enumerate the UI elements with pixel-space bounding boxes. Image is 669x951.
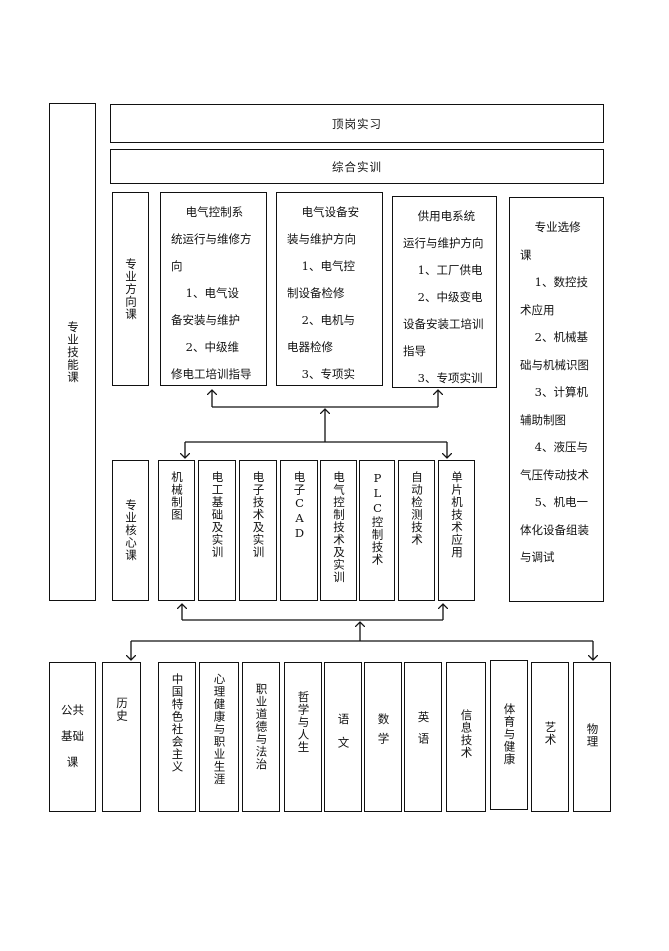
- direction-2-line: 电器检修: [287, 340, 333, 354]
- direction-2-line: 3、专项实: [287, 367, 355, 381]
- elective-line: 1、数控技: [520, 275, 588, 289]
- elective-box: 专业选修 课 1、数控技 术应用 2、机械基 础与机械识图 3、计算机 辅助制图…: [509, 197, 604, 602]
- direction-label: 专业方向课: [124, 257, 138, 321]
- public-course-label: 艺术: [543, 721, 558, 746]
- public-course-label: 职业道德与法治: [254, 683, 269, 771]
- public-course-label: 信息技术: [459, 709, 474, 759]
- direction-box-3: 供用电系统 运行与维护方向 1、工厂供电 2、中级变电 设备安装工培训 指导 3…: [392, 196, 497, 388]
- direction-2-line: 电气设备安: [287, 205, 360, 219]
- public-course-box: 艺术: [531, 662, 569, 812]
- direction-2-line: 制设备检修: [287, 286, 345, 300]
- elective-line: 2、机械基: [520, 330, 588, 344]
- public-course-label: 体育与健康: [502, 703, 517, 766]
- top-internship-box: 顶岗实习: [110, 104, 604, 143]
- direction-3-line: 3、专项实训: [403, 371, 483, 385]
- direction-box-2: 电气设备安 装与维护方向 1、电气控 制设备检修 2、电机与 电器检修 3、专项…: [276, 192, 383, 386]
- core-label-box: 专业核心课: [112, 460, 149, 601]
- core-label: 专业核心课: [124, 499, 138, 562]
- public-course-box: 语文: [324, 662, 362, 812]
- core-course-box: 电气控制技术及实训: [320, 460, 357, 601]
- direction-2-line: 2、电机与: [287, 313, 355, 327]
- direction-3-line: 2、中级变电: [403, 290, 483, 304]
- direction-1-line: 修电工培训指导: [171, 367, 252, 381]
- direction-1-line: 备安装与维护: [171, 313, 240, 327]
- elective-line: 础与机械识图: [520, 357, 589, 372]
- elective-line: 5、机电一: [520, 495, 588, 509]
- core-course-label: PLC控制技术: [370, 471, 385, 566]
- elective-line: 课: [520, 247, 532, 262]
- direction-3-line: 指导: [403, 344, 426, 358]
- public-course-box: 职业道德与法治: [242, 662, 280, 812]
- core-course-box: PLC控制技术: [359, 460, 395, 601]
- direction-2-line: 装与维护方向: [287, 232, 356, 246]
- core-course-box: 自动检测技术: [398, 460, 435, 601]
- elective-line: 气压传动技术: [520, 467, 589, 482]
- public-course-box: 心理健康与职业生涯: [199, 662, 239, 812]
- top-internship-label: 顶岗实习: [332, 116, 382, 131]
- elective-line: 3、计算机: [520, 385, 588, 399]
- core-course-label: 自动检测技术: [410, 471, 424, 546]
- comprehensive-training-box: 综合实训: [110, 149, 604, 184]
- core-course-box: 电子技术及实训: [239, 460, 277, 601]
- public-course-label: 历史: [115, 697, 129, 722]
- public-course-box: 中国特色社会主义: [158, 662, 196, 812]
- public-label-line: 基础: [61, 729, 84, 743]
- public-course-label: 哲学与人生: [296, 691, 311, 754]
- public-course-box: 历史: [102, 662, 141, 812]
- public-course-box: 英语: [404, 662, 442, 812]
- direction-1-line: 1、电气设: [171, 286, 239, 300]
- professional-skill-box: 专业技能课: [49, 103, 96, 601]
- elective-line: 体化设备组装: [520, 522, 589, 537]
- core-course-label: 电子CAD: [292, 471, 307, 541]
- public-course-label: 数学: [376, 713, 391, 752]
- public-label-line: 公共: [61, 703, 84, 717]
- public-course-box: 物理: [573, 662, 611, 812]
- public-course-box: 哲学与人生: [284, 662, 322, 812]
- direction-3-line: 供用电系统: [403, 209, 476, 223]
- direction-1-line: 统运行与维修方: [171, 232, 252, 246]
- public-label-line: 课: [66, 755, 79, 769]
- direction-1-line: 2、中级维: [171, 340, 239, 354]
- core-course-box: 电工基础及实训: [198, 460, 236, 601]
- elective-line: 术应用: [520, 302, 555, 317]
- comprehensive-training-label: 综合实训: [332, 159, 382, 174]
- public-course-label: 中国特色社会主义: [170, 673, 185, 773]
- core-course-label: 机械制图: [170, 471, 184, 521]
- core-course-label: 单片机技术应用: [450, 471, 464, 559]
- public-course-box: 体育与健康: [490, 660, 528, 810]
- core-course-box: 单片机技术应用: [438, 460, 475, 601]
- direction-1-line: 电气控制系: [171, 205, 244, 219]
- public-course-box: 信息技术: [446, 662, 486, 812]
- elective-line: 4、液压与: [520, 440, 588, 454]
- public-label-box: 公共 基础 课: [49, 662, 96, 812]
- core-course-label: 电工基础及实训: [210, 471, 225, 559]
- public-course-box: 数学: [364, 662, 402, 812]
- core-course-box: 电子CAD: [280, 460, 318, 601]
- core-course-label: 电子技术及实训: [251, 471, 266, 559]
- direction-2-line: 1、电气控: [287, 259, 355, 273]
- direction-3-line: 1、工厂供电: [403, 263, 483, 277]
- direction-label-box: 专业方向课: [112, 192, 149, 386]
- public-course-label: 英语: [416, 711, 431, 754]
- public-course-label: 心理健康与职业生涯: [212, 673, 227, 786]
- professional-skill-label: 专业技能课: [66, 320, 80, 384]
- core-course-box: 机械制图: [158, 460, 195, 601]
- elective-line: 专业选修: [520, 220, 581, 234]
- public-course-label: 语文: [336, 713, 351, 760]
- core-course-label: 电气控制技术及实训: [332, 471, 346, 584]
- public-course-label: 物理: [585, 723, 600, 748]
- elective-line: 辅助制图: [520, 412, 566, 427]
- direction-3-line: 设备安装工培训: [403, 317, 484, 331]
- direction-1-line: 向: [171, 259, 183, 273]
- elective-line: 与调试: [520, 550, 555, 564]
- direction-box-1: 电气控制系 统运行与维修方 向 1、电气设 备安装与维护 2、中级维 修电工培训…: [160, 192, 267, 386]
- direction-3-line: 运行与维护方向: [403, 236, 484, 250]
